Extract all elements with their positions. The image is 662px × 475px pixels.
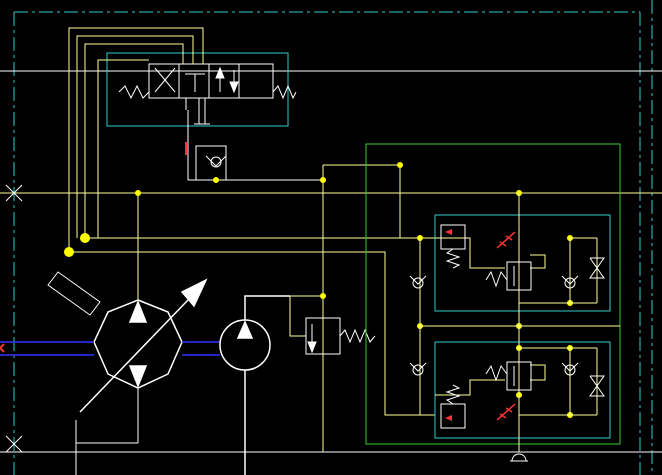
spring-icon [272, 84, 297, 100]
junction-dot-icon [64, 162, 573, 418]
spring-icon [445, 248, 461, 269]
pump-icon[interactable] [79, 278, 208, 413]
drain-lines [0, 341, 220, 356]
spring-icon [339, 328, 376, 344]
spring-icon [485, 270, 508, 288]
check-valve-icon[interactable] [187, 110, 323, 181]
main-bus-lines [69, 164, 435, 452]
valve-module-frame [365, 143, 621, 445]
shuttle-valve-icon [589, 257, 605, 397]
module-internal-lines [419, 193, 620, 452]
crosshair-marker-icon [5, 184, 23, 453]
motor-icon[interactable] [219, 295, 290, 475]
valve-group-frame-top [106, 52, 289, 127]
pressure-arrow-red [0, 343, 5, 353]
spring-icon [485, 364, 508, 382]
check-valve-icon[interactable] [409, 275, 579, 376]
pump-shaft-lines [75, 388, 139, 475]
swash-control-icon [47, 271, 101, 316]
tank-port-icon [510, 453, 528, 462]
pilot-valve-icon[interactable] [506, 261, 532, 391]
border-frame [13, 11, 641, 475]
spring-icon [445, 384, 461, 405]
directional-valve-icon[interactable] [148, 63, 274, 99]
valve-subblock-upper [434, 214, 611, 312]
valve-base-tank-icon [194, 98, 210, 125]
spring-icon [118, 84, 150, 100]
valve-subblock-lower [434, 341, 611, 439]
feed-lines [68, 27, 204, 252]
flow-control-icon [496, 231, 516, 421]
